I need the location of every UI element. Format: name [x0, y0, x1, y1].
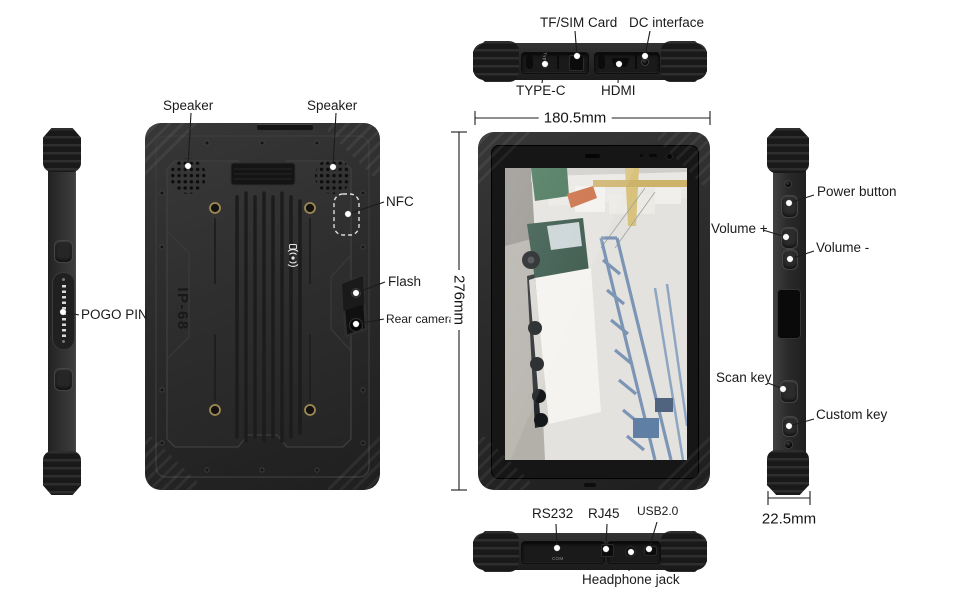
- corner-bumper: [473, 41, 519, 82]
- camera-module: [340, 274, 368, 338]
- bottom-mic-slot: [584, 483, 596, 487]
- nfc-contactless-icon: [287, 244, 299, 267]
- pogo-pins: [61, 285, 66, 337]
- callout-tf-sim-card: TF/SIM Card: [540, 15, 618, 30]
- rj45-port: [601, 544, 614, 557]
- top-edge-view: Type-C: [473, 41, 707, 82]
- port-cover: [54, 368, 73, 391]
- callout-speaker-right: Speaker: [307, 98, 358, 113]
- callout-pogo-pin: POGO PIN: [81, 307, 148, 322]
- grooves: [214, 218, 311, 402]
- callout-power-button: Power button: [817, 184, 897, 199]
- speaker-grille-right: [315, 158, 351, 194]
- front-view: [470, 125, 718, 497]
- dimension-width-label: 180.5mm: [538, 109, 612, 127]
- callout-nfc: NFC: [386, 194, 414, 209]
- usb-port: [644, 546, 657, 556]
- custom-key-button: [782, 416, 798, 437]
- callout-flash: Flash: [388, 274, 422, 289]
- divider: [635, 55, 637, 69]
- sensor-slot: [649, 154, 657, 157]
- edge-screws: [159, 140, 366, 473]
- callout-speaker-left: Speaker: [163, 98, 214, 113]
- power-button: [781, 195, 798, 218]
- headphone-port: [625, 546, 636, 557]
- texture-lines: [234, 168, 292, 180]
- corner-bumper: [43, 128, 81, 172]
- port-cover: [54, 240, 73, 263]
- lanyard-hole: [784, 440, 793, 449]
- callout-type-c: TYPE-C: [516, 83, 566, 98]
- com-engraving: COM: [552, 556, 564, 561]
- usb-c-port: [526, 55, 533, 69]
- gold-screws: [209, 202, 316, 416]
- volume-down-button: [782, 249, 798, 270]
- callout-rs232: RS232: [532, 506, 574, 521]
- screen-photo: [505, 168, 687, 460]
- pogo-end-dot: [62, 278, 65, 281]
- dimension-height-label: 276mm: [450, 269, 468, 331]
- dc-jack: [641, 58, 649, 66]
- corner-bumper: [43, 451, 81, 495]
- sensor-dot: [640, 154, 643, 157]
- left-side-view: [43, 128, 81, 495]
- callout-volume-up: Volume +: [711, 221, 768, 236]
- type-c-engraving: Type-C: [542, 52, 548, 69]
- ip68-badge: IP-68: [174, 287, 191, 330]
- screen: [505, 168, 687, 460]
- divider: [557, 55, 559, 69]
- volume-up-button: [781, 227, 798, 249]
- callout-scan-key: Scan key: [716, 370, 772, 385]
- callout-usb20: USB2.0: [637, 504, 679, 518]
- pogo-end-dot: [62, 340, 65, 343]
- callout-hdmi: HDMI: [601, 83, 636, 98]
- callout-rear-camera: Rear camera: [386, 312, 456, 326]
- left-accent: [166, 230, 190, 360]
- corner-bumper: [661, 531, 707, 572]
- scan-key-button: [780, 380, 798, 403]
- port-slot: [598, 55, 605, 69]
- callout-headphone-jack: Headphone jack: [582, 572, 680, 587]
- corner-bumper: [767, 450, 809, 495]
- callout-rj45: RJ45: [588, 506, 620, 521]
- back-ribs: [235, 191, 302, 443]
- callout-volume-down: Volume -: [816, 240, 870, 255]
- callout-custom-key: Custom key: [816, 407, 888, 422]
- back-panel-detail: IP-68: [155, 135, 370, 478]
- center-panel-outline: [166, 160, 352, 448]
- pogo-pin-connector: [52, 272, 75, 350]
- rear-camera-lens: [348, 317, 364, 333]
- scanner-window: [777, 289, 801, 339]
- right-accent: [330, 254, 352, 352]
- bottom-edge-view: COM: [473, 531, 707, 572]
- flash-led: [351, 288, 361, 298]
- corner-bumper: [767, 128, 809, 173]
- front-camera: [666, 153, 673, 160]
- top-tab: [257, 124, 313, 130]
- earpiece-slot: [585, 154, 600, 158]
- back-view: IP-68: [137, 116, 388, 497]
- corner-bumper: [661, 41, 707, 82]
- callout-dc-interface: DC interface: [629, 15, 705, 30]
- mic-hole: [784, 180, 792, 188]
- nfc-zone-outline: [333, 193, 360, 236]
- dimension-thickness-label: 22.5mm: [756, 510, 822, 528]
- corner-bumper: [473, 531, 519, 572]
- right-side-view: [765, 128, 810, 495]
- speaker-grille-left: [170, 158, 206, 194]
- sim-slot: [569, 55, 584, 71]
